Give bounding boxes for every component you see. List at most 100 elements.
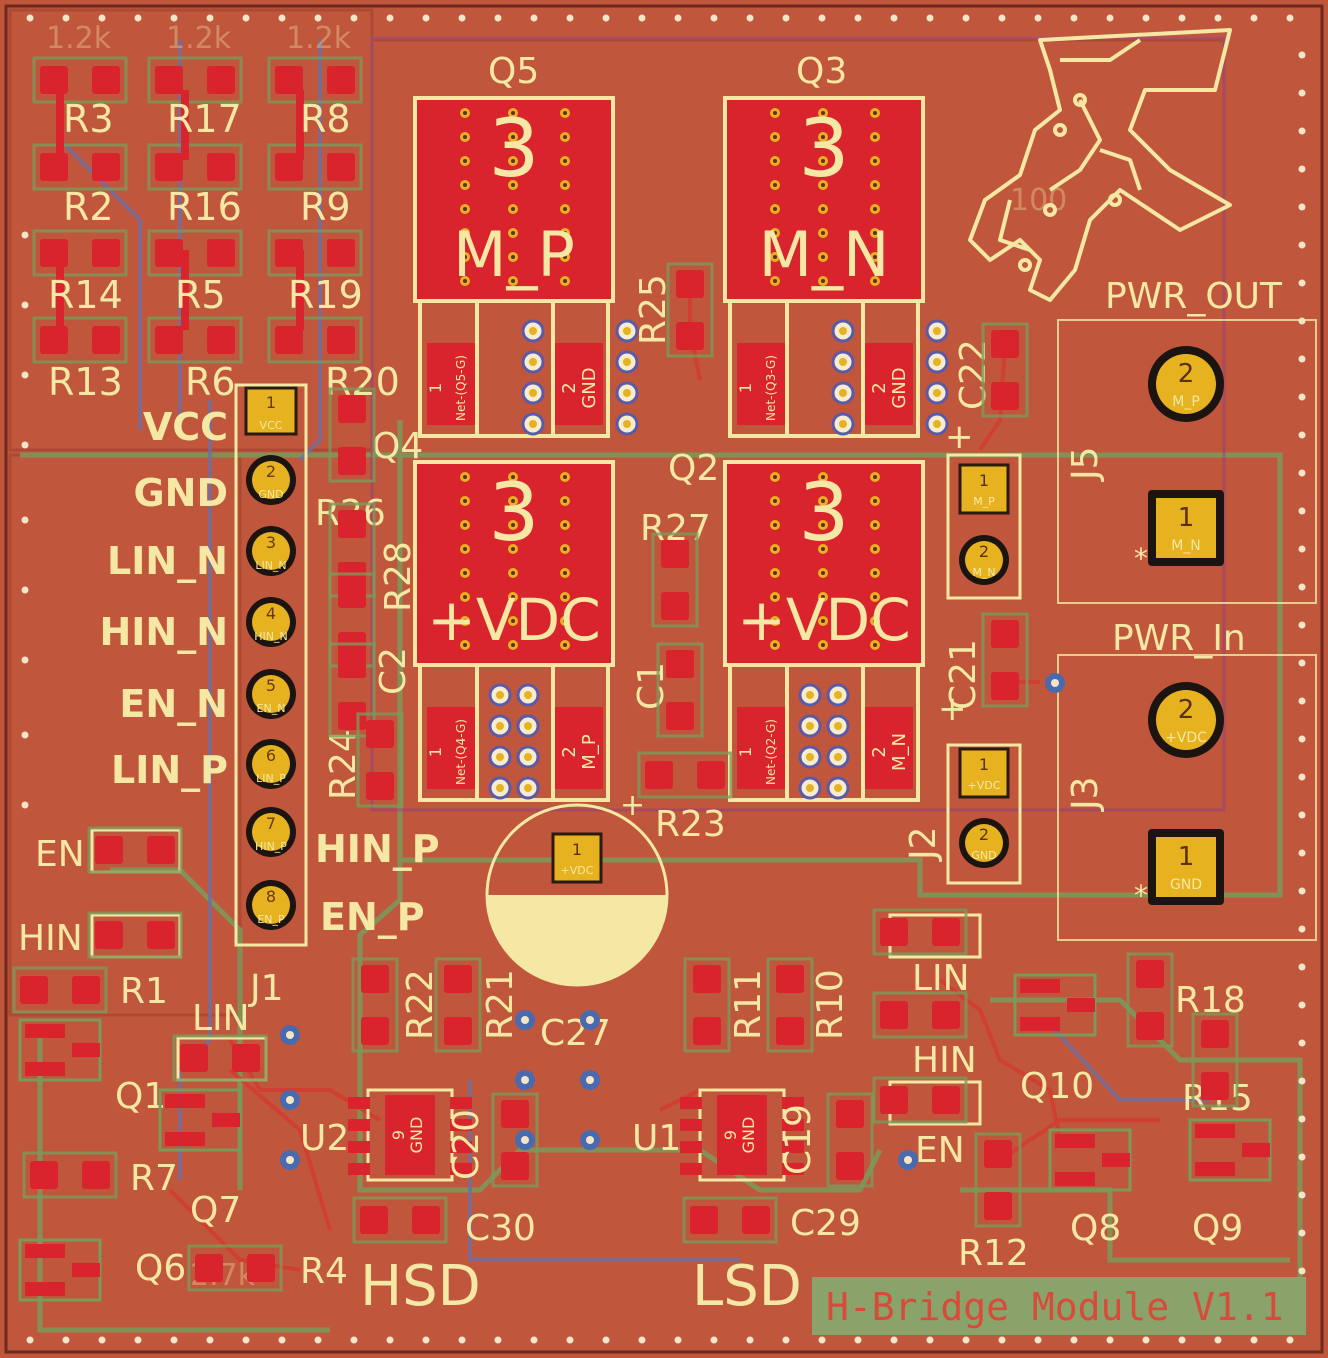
label-r13: R13 — [48, 360, 123, 404]
stitching-via — [494, 1336, 502, 1344]
part-outline — [981, 612, 1029, 708]
stitching-via — [1214, 14, 1222, 22]
pin-net: +VDC — [968, 779, 1001, 792]
via-hole — [773, 279, 777, 283]
source-pad — [555, 707, 603, 789]
label-lin-left: LIN — [192, 998, 250, 1039]
via-hole — [496, 691, 504, 699]
stitching-via — [1250, 14, 1258, 22]
via-hole — [563, 643, 567, 647]
passive — [12, 966, 108, 1014]
via-hole — [529, 327, 537, 335]
ic-pin — [680, 1097, 702, 1109]
via-hole — [623, 358, 631, 366]
pad-net: Net-(Q4-G) — [454, 719, 468, 785]
label-q3: Q3 — [796, 51, 847, 92]
label-q8: Q8 — [1070, 1208, 1121, 1249]
stitching-via — [854, 1336, 862, 1344]
gate-pad — [427, 707, 475, 789]
pad — [661, 592, 689, 620]
resistor — [32, 56, 128, 104]
via-hole — [511, 499, 515, 503]
pad — [932, 918, 960, 946]
pad-net: GND — [889, 367, 910, 408]
courtyard — [370, 36, 1226, 812]
stitching-via — [1298, 1039, 1306, 1047]
part-outline — [1191, 1012, 1239, 1108]
stitching-via — [1142, 14, 1150, 22]
stitching-via — [1034, 1336, 1042, 1344]
stitching-via — [1298, 1229, 1306, 1237]
capacitor — [981, 612, 1029, 708]
stitching-via — [1286, 1336, 1294, 1344]
part-outline — [491, 1092, 539, 1188]
stitching-via — [1298, 393, 1306, 401]
via-hole — [773, 619, 777, 623]
stitching-via — [386, 14, 394, 22]
via-hole — [873, 231, 877, 235]
via-hole — [821, 255, 825, 259]
stitching-via — [1298, 963, 1306, 971]
pad — [155, 239, 183, 267]
sot-transistor — [1188, 1118, 1272, 1182]
pad — [412, 1206, 440, 1234]
stitching-via — [1298, 355, 1306, 363]
part-outline — [683, 957, 731, 1053]
pad — [551, 832, 603, 884]
stitching-via — [21, 801, 29, 809]
stitching-via — [1034, 14, 1042, 22]
via-hole — [873, 571, 877, 575]
stitching-via — [242, 1336, 250, 1344]
mosfet-body — [418, 663, 610, 802]
pin-net: LIN_P — [256, 772, 286, 785]
label-u1: U1 — [632, 1118, 681, 1159]
stitching-via — [170, 1336, 178, 1344]
pad — [95, 836, 123, 864]
via-hole — [511, 207, 515, 211]
stitching-via — [1298, 203, 1306, 211]
stitching-via — [782, 1336, 790, 1344]
label-c2: C2 — [373, 647, 414, 695]
pad — [1195, 1162, 1235, 1176]
pin-net: +VDC — [561, 864, 594, 877]
via-hole — [524, 753, 532, 761]
pad — [72, 1263, 100, 1277]
via-hole — [496, 722, 504, 730]
via-hole — [511, 231, 515, 235]
via-hole — [496, 753, 504, 761]
ic-pin — [348, 1097, 370, 1109]
via-hole — [524, 784, 532, 792]
via-hole — [773, 183, 777, 187]
stitching-via — [1298, 127, 1306, 135]
pad — [207, 153, 235, 181]
source-pad — [865, 707, 913, 789]
label-r21: R21 — [480, 969, 521, 1040]
pad — [836, 1100, 864, 1128]
via-hole — [511, 255, 515, 259]
via-hole — [821, 643, 825, 647]
pin-net: VCC — [260, 419, 283, 432]
stitching-via — [314, 1336, 322, 1344]
j2-outline — [946, 743, 1022, 885]
pad-number: 9 — [389, 1130, 408, 1140]
via-hole — [463, 183, 467, 187]
part-outline — [872, 908, 968, 956]
via-hole — [873, 255, 877, 259]
part-outline — [32, 143, 128, 191]
label-q6: Q6 — [135, 1248, 186, 1289]
source-pad — [865, 343, 913, 425]
pad — [275, 326, 303, 354]
pad — [1201, 1020, 1229, 1048]
capacitor — [981, 322, 1029, 418]
stitching-via — [1142, 1336, 1150, 1344]
pin-pad — [252, 461, 290, 499]
via-hole — [873, 547, 877, 551]
via-hole — [834, 784, 842, 792]
pin-number: 1 — [266, 393, 276, 412]
label-r6: R6 — [185, 360, 236, 404]
passive — [87, 911, 183, 959]
label-q10: Q10 — [1020, 1066, 1094, 1107]
pad — [880, 918, 908, 946]
